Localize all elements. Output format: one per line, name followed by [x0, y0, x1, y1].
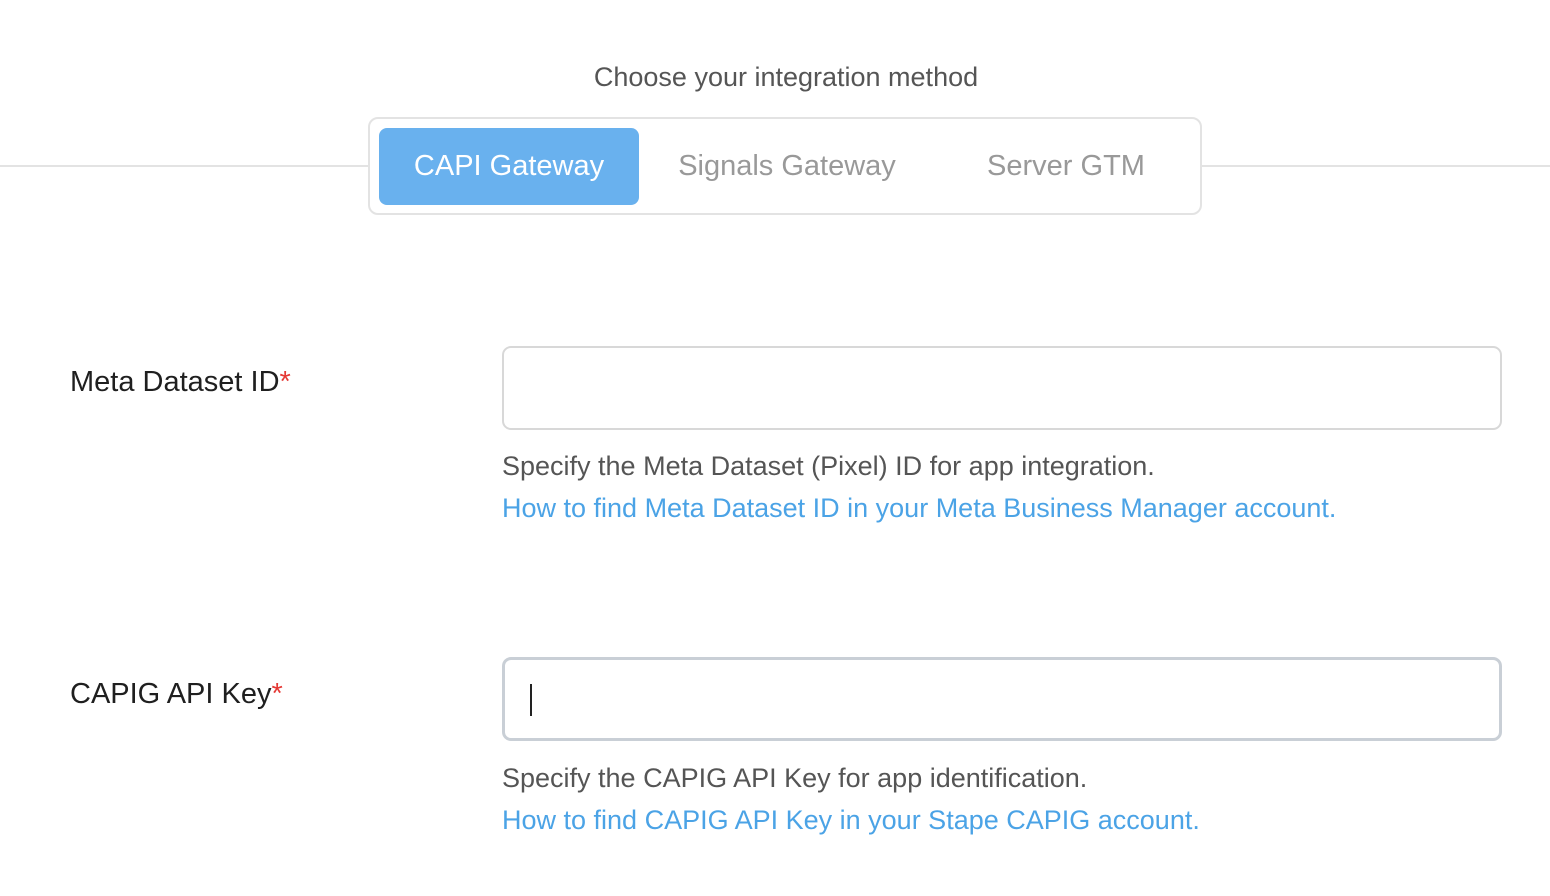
capig-api-key-input[interactable] — [502, 657, 1502, 741]
tab-capi-gateway[interactable]: CAPI Gateway — [379, 128, 639, 205]
meta-dataset-id-label-text: Meta Dataset ID — [70, 366, 280, 398]
capig-api-key-label-text: CAPIG API Key — [70, 678, 272, 710]
meta-dataset-id-help: Specify the Meta Dataset (Pixel) ID for … — [502, 451, 1155, 481]
meta-dataset-id-input[interactable] — [502, 346, 1502, 430]
integration-method-selector: CAPI Gateway Signals Gateway Server GTM — [368, 117, 1202, 215]
capig-api-key-label: CAPIG API Key* — [70, 678, 283, 711]
integration-method-title: Choose your integration method — [593, 62, 979, 92]
tab-server-gtm[interactable]: Server GTM — [987, 150, 1145, 182]
tab-signals-gateway[interactable]: Signals Gateway — [678, 150, 896, 182]
meta-dataset-id-help-link[interactable]: How to find Meta Dataset ID in your Meta… — [502, 493, 1337, 523]
capig-api-key-help: Specify the CAPIG API Key for app identi… — [502, 763, 1088, 793]
capig-api-key-help-link[interactable]: How to find CAPIG API Key in your Stape … — [502, 805, 1200, 835]
text-cursor — [530, 684, 532, 716]
required-asterisk: * — [279, 366, 291, 398]
meta-dataset-id-label: Meta Dataset ID* — [70, 366, 291, 399]
required-asterisk: * — [271, 678, 283, 710]
